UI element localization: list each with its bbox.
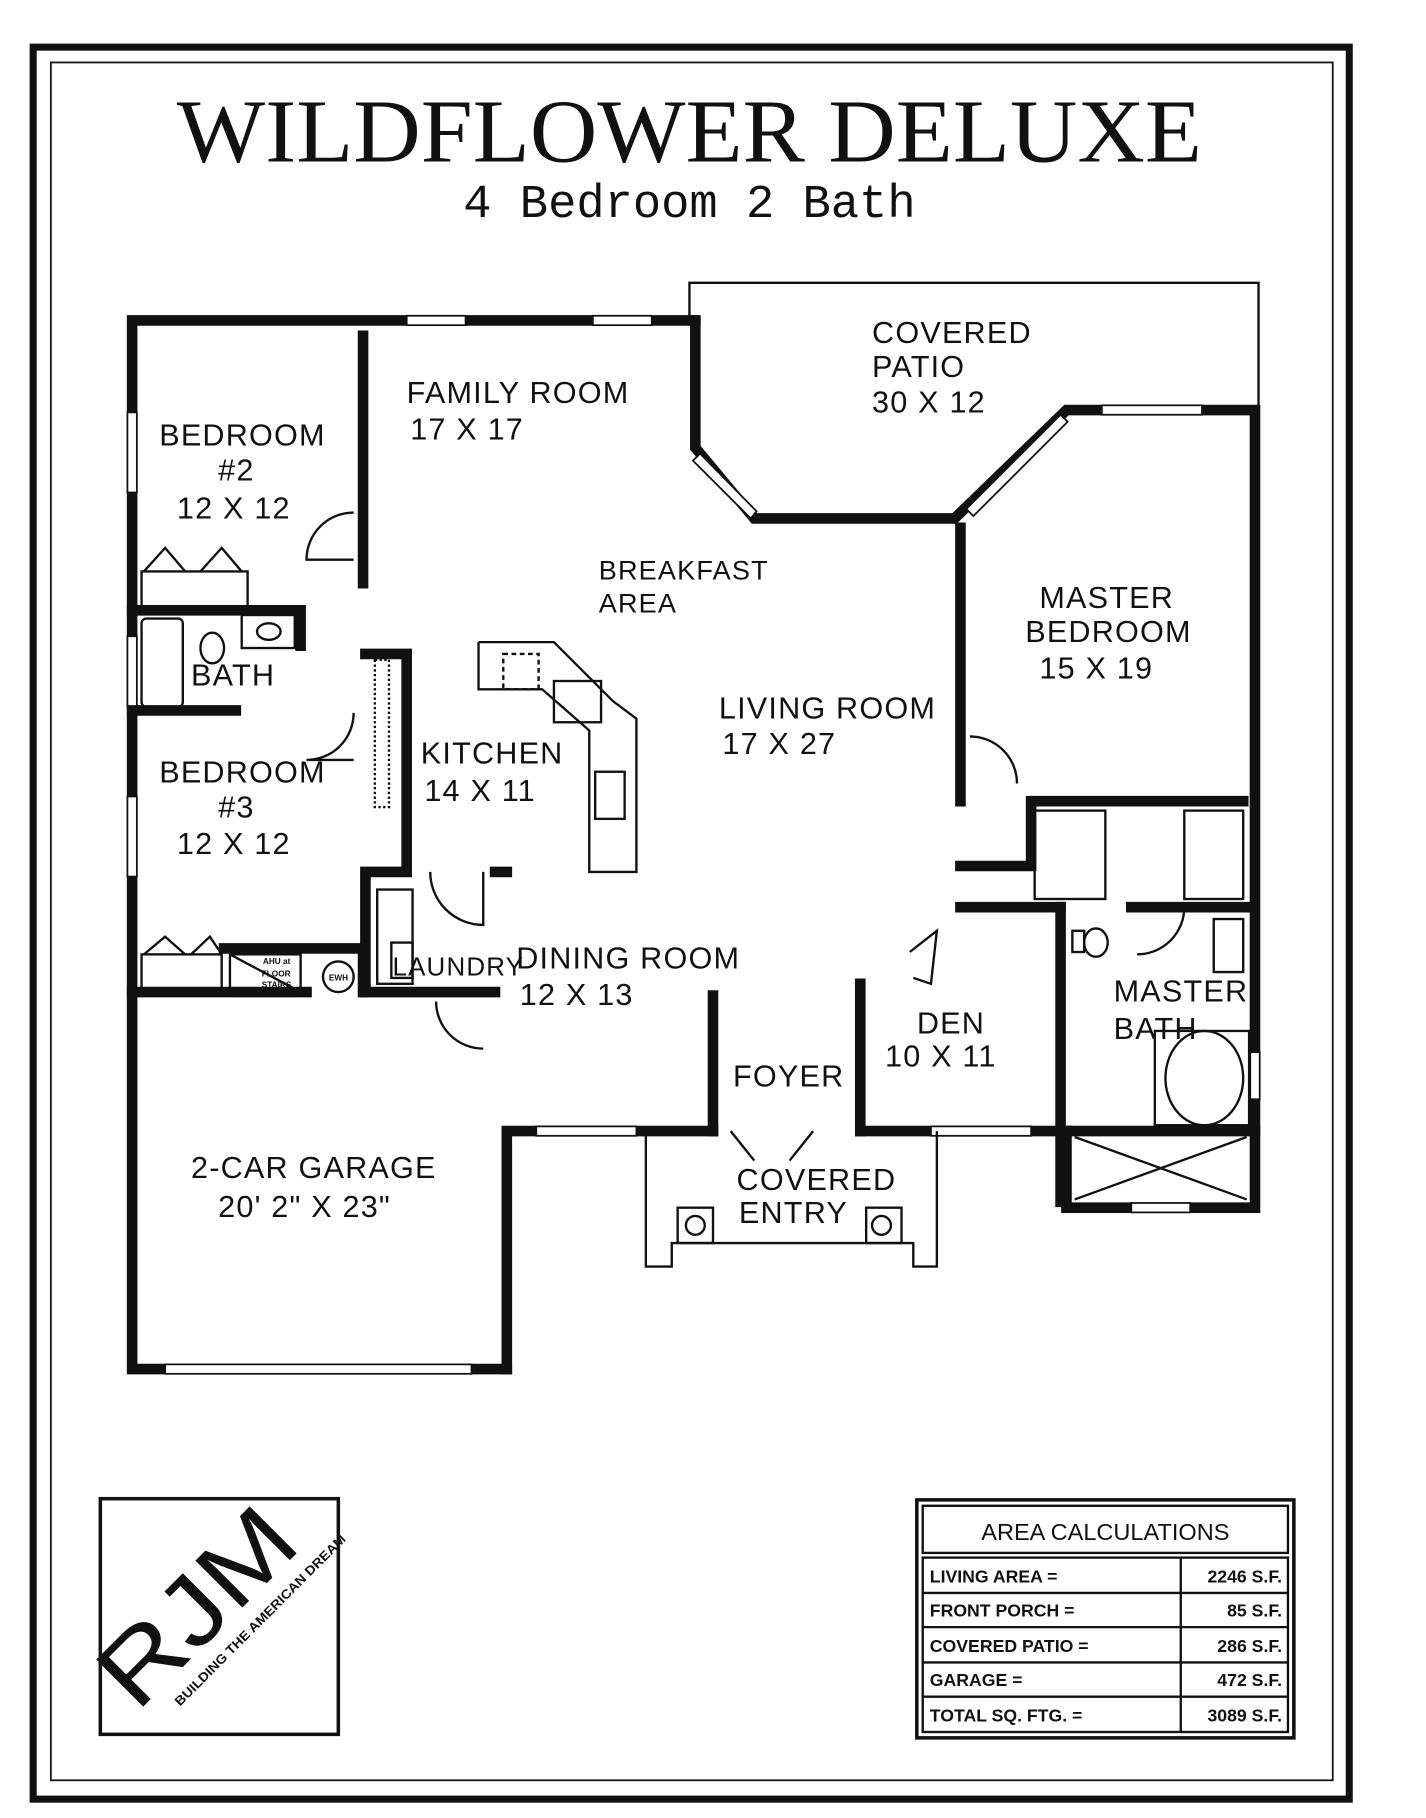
covered-patio-outline: [688, 281, 1260, 411]
master-bedroom-label-2: BEDROOM: [1025, 615, 1192, 649]
plan-subtitle: 4 Bedroom 2 Bath: [463, 179, 915, 232]
garage-size: 20' 2" X 23": [218, 1190, 391, 1224]
bedroom2-number: #2: [218, 454, 254, 488]
interior-walls: [126, 330, 1261, 1208]
dining-room-size: 12 X 13: [520, 978, 634, 1012]
master-bath-label-2: BATH: [1114, 1012, 1198, 1046]
living-room-label: LIVING ROOM: [719, 692, 936, 726]
master-bedroom-size: 15 X 19: [1039, 652, 1153, 686]
kitchen-size: 14 X 11: [424, 774, 536, 808]
area-row-label: LIVING AREA =: [930, 1566, 1058, 1586]
den-size: 10 X 11: [885, 1039, 997, 1073]
door-swings: [305, 511, 1186, 1162]
ahu-label-2: FLOOR: [262, 970, 291, 979]
bedroom3-size: 12 X 12: [177, 827, 291, 861]
area-row-value: 2246 S.F.: [1207, 1566, 1282, 1586]
den-label: DEN: [917, 1006, 985, 1040]
water-heater: [321, 960, 355, 994]
covered-entry-outline: [644, 1131, 939, 1268]
inner-border: [49, 61, 1334, 1782]
foyer-label: FOYER: [733, 1059, 844, 1093]
master-bath-label: MASTER: [1114, 974, 1249, 1008]
outer-border: [29, 43, 1353, 1803]
area-calculations-table: AREA CALCULATIONS LIVING AREA = 2246 S.F…: [915, 1498, 1296, 1740]
windows: [126, 314, 1261, 1375]
covered-patio-label: COVERED: [872, 316, 1032, 350]
area-row-value: 3089 S.F.: [1207, 1705, 1282, 1725]
area-table-title: AREA CALCULATIONS: [981, 1519, 1229, 1545]
master-bedroom-label: MASTER: [1039, 581, 1174, 615]
area-row-value: 85 S.F.: [1227, 1601, 1282, 1621]
room-labels: COVERED PATIO 30 X 12 FAMILY ROOM 17 X 1…: [159, 316, 1249, 1230]
bedroom3-number: #3: [218, 791, 254, 825]
bedroom3-label: BEDROOM: [159, 755, 326, 789]
covered-patio-size: 30 X 12: [872, 385, 986, 419]
covered-entry-label: COVERED: [737, 1163, 897, 1197]
family-room-size: 17 X 17: [410, 412, 524, 446]
laundry-label: LAUNDRY: [393, 954, 525, 982]
dining-room-label: DINING ROOM: [516, 942, 740, 976]
area-row-label: COVERED PATIO =: [930, 1636, 1089, 1656]
bedroom2-size: 12 X 12: [177, 491, 291, 525]
fixtures: [140, 546, 1251, 1201]
breakfast-label: BREAKFAST: [599, 555, 769, 586]
covered-patio-label-2: PATIO: [872, 350, 965, 384]
covered-entry-label-2: ENTRY: [739, 1196, 848, 1230]
bedroom2-label: BEDROOM: [159, 418, 326, 452]
area-row-value: 472 S.F.: [1217, 1670, 1282, 1690]
garage-label: 2-CAR GARAGE: [191, 1151, 437, 1185]
rjm-logo: RJM BUILDING THE AMERICAN DREAM: [76, 1486, 349, 1737]
area-row-label: GARAGE =: [930, 1670, 1023, 1690]
ahu-label-3: STAIRS: [262, 980, 292, 989]
living-room-size: 17 X 27: [722, 727, 836, 761]
ahu-label: AHU at: [263, 957, 291, 966]
area-row-label: FRONT PORCH =: [930, 1601, 1075, 1621]
area-row-label: TOTAL SQ. FTG. =: [930, 1705, 1083, 1725]
bath-label: BATH: [191, 659, 275, 693]
area-row-value: 286 S.F.: [1217, 1636, 1282, 1656]
breakfast-label-2: AREA: [599, 588, 677, 619]
plan-title: WILDFLOWER DELUXE: [177, 82, 1202, 181]
ewh-label: EWH: [329, 973, 348, 982]
family-room-label: FAMILY ROOM: [407, 376, 630, 410]
kitchen-label: KITCHEN: [421, 736, 564, 770]
